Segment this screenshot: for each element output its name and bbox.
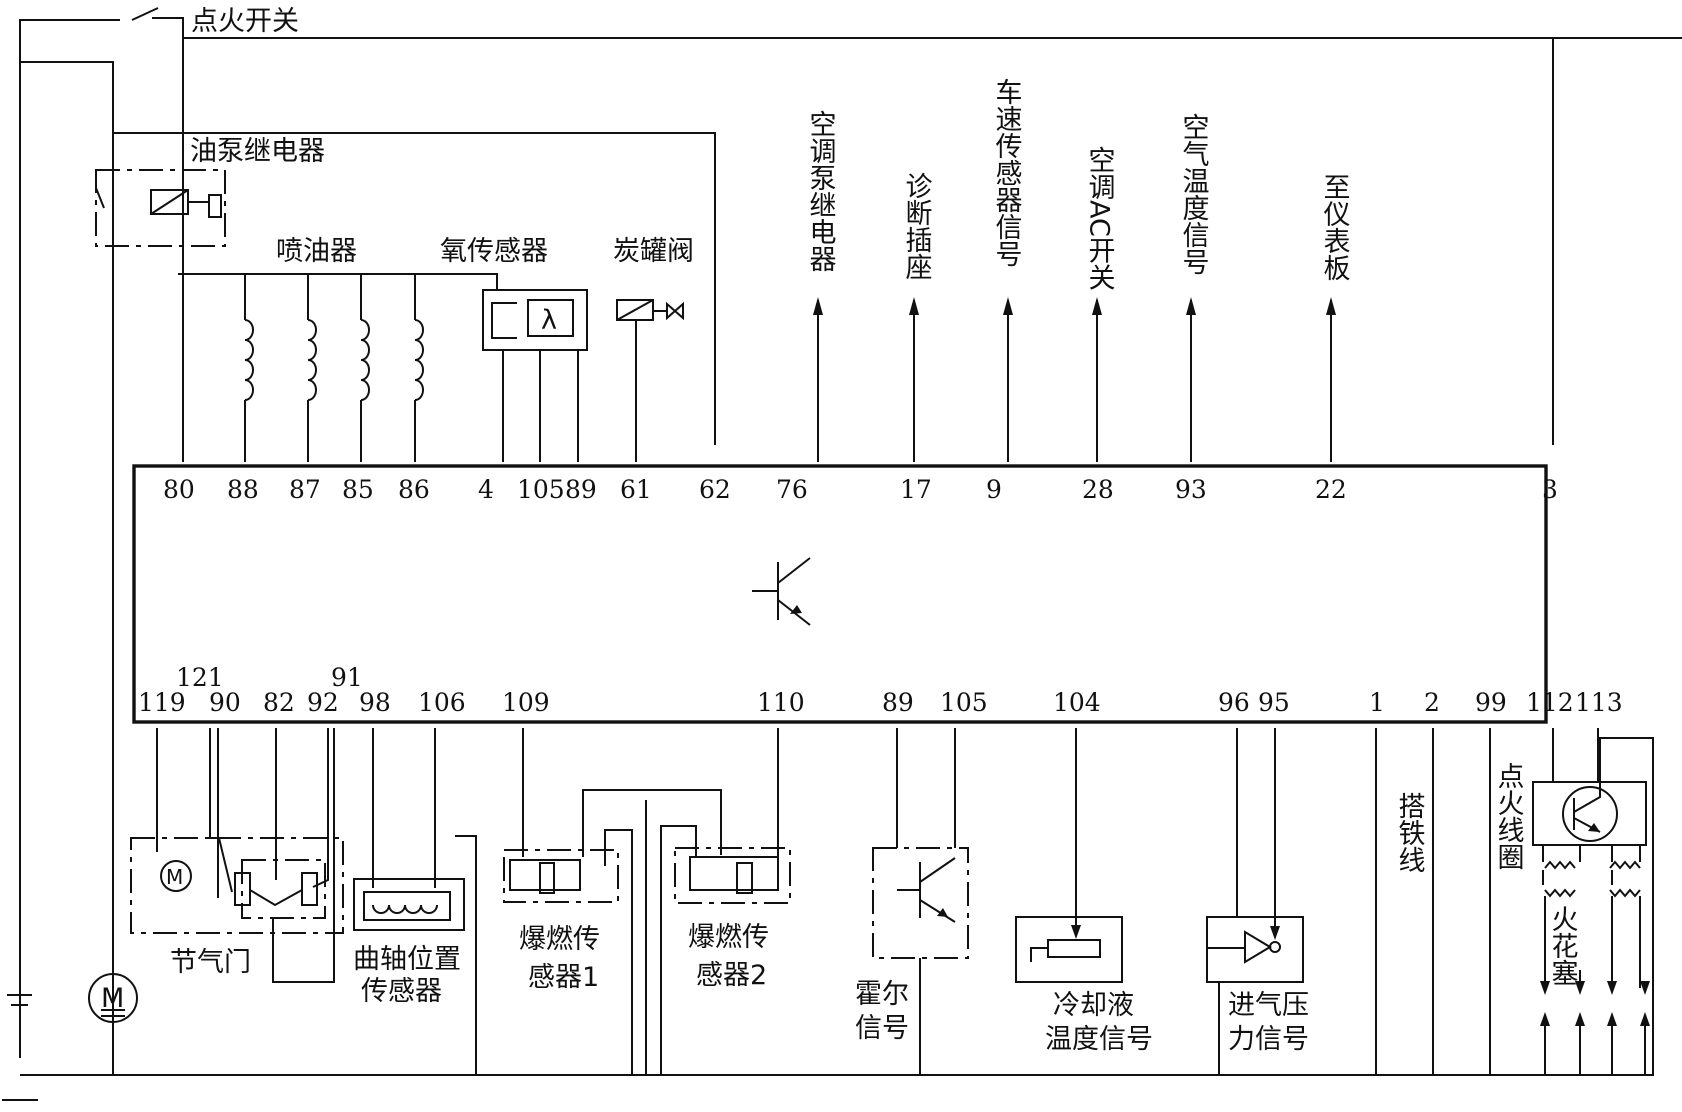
diag-socket-label: 诊断插座 [901, 172, 933, 280]
knock-sensor-1-label-1: 爆燃传 [519, 924, 600, 955]
pin-label: 88 [227, 475, 259, 504]
crankshaft-sensor [353, 728, 477, 1075]
pin-label: 17 [900, 475, 932, 504]
ground-wire-label: 搭铁线 [1394, 792, 1426, 873]
injectors-label: 喷油器 [276, 236, 357, 267]
pin-label: 112 [1526, 688, 1574, 717]
pin-label: 104 [1053, 688, 1101, 717]
pin-label: 106 [418, 688, 466, 717]
knock-sensor-2 [645, 728, 791, 1075]
injectors [178, 273, 424, 462]
ignition-switch-label: 点火开关 [191, 6, 299, 37]
pin-label: 2 [1424, 688, 1440, 717]
pin-label: 89 [565, 475, 597, 504]
hall-label-2: 信号 [855, 1013, 909, 1044]
fuel-pump-relay-label: 油泵继电器 [190, 136, 325, 167]
pin-label: 92 [307, 688, 339, 717]
knock-sensor-2-label-2: 感器2 [696, 960, 767, 991]
knock-sensor-1 [503, 728, 722, 1075]
pin-label: 76 [776, 475, 808, 504]
vss-signal-label: 车速传感器信号 [991, 78, 1023, 267]
ac-switch-label: 空调AC开关 [1084, 146, 1115, 291]
pin-label: 62 [699, 475, 731, 504]
battery-symbol [7, 994, 32, 1006]
pin-label: 119 [138, 688, 186, 717]
pin-label: 82 [263, 688, 295, 717]
map-label-1: 进气压 [1228, 990, 1309, 1021]
pin-label: 87 [289, 475, 321, 504]
power-supply-wiring [19, 7, 1682, 1075]
pin-label: 86 [398, 475, 430, 504]
pin-label: 93 [1175, 475, 1207, 504]
pin-label: 105 [940, 688, 988, 717]
ecu-box [132, 464, 1548, 724]
spark-plugs [1540, 896, 1650, 1075]
oxygen-sensor-label: 氧传感器 [440, 236, 548, 267]
canister-valve [616, 299, 684, 462]
pin-label: 90 [209, 688, 241, 717]
pin-label: 95 [1258, 688, 1290, 717]
fuel-pump-motor: M [88, 973, 138, 1023]
coolant-label-1: 冷却液 [1053, 990, 1134, 1021]
map-sensor [1206, 728, 1304, 1075]
lambda-symbol: λ [541, 305, 557, 336]
ground-bus [2, 737, 1654, 1101]
top-signal-lines [813, 297, 1336, 462]
ecu-top-pins: 80 88 87 85 86 4 105 89 61 62 76 17 9 28… [163, 475, 1558, 504]
pin-label: 113 [1575, 688, 1623, 717]
pin-label: 4 [478, 475, 494, 504]
pin-label: 85 [342, 475, 374, 504]
throttle-body [130, 728, 344, 983]
pin-label: 98 [359, 688, 391, 717]
pin-label: 96 [1218, 688, 1250, 717]
crank-sensor-label-2: 传感器 [361, 976, 442, 1007]
ignition-coil [1532, 728, 1647, 898]
coolant-temp-sensor [1015, 728, 1123, 983]
ecu-bottom-pins: 119 121 90 82 91 92 98 106 109 110 89 10… [138, 663, 1623, 717]
map-label-2: 力信号 [1228, 1024, 1309, 1055]
pin-label: 1 [1369, 688, 1385, 717]
pin-label: 109 [502, 688, 550, 717]
pin-label: 22 [1315, 475, 1347, 504]
pin-label: 61 [620, 475, 652, 504]
pin-label: 9 [986, 475, 1002, 504]
canister-valve-label: 炭罐阀 [613, 236, 694, 267]
knock-sensor-1-label-2: 感器1 [528, 962, 599, 993]
coolant-label-2: 温度信号 [1045, 1024, 1153, 1055]
hall-label-1: 霍尔 [855, 979, 909, 1010]
fuel-pump-relay [95, 169, 226, 247]
hall-sensor [872, 728, 969, 1075]
knock-sensor-2-label-1: 爆燃传 [688, 922, 769, 953]
motor-symbol: M [101, 983, 124, 1014]
ac-pump-relay-label: 空调泵继电器 [805, 110, 837, 272]
air-temp-label: 空气温度信号 [1178, 113, 1210, 275]
pin-label: 3 [1542, 475, 1558, 504]
pin-label: 105 [517, 475, 565, 504]
ecu-transistor-symbol [752, 557, 811, 626]
spark-plug-label: 火花塞 [1547, 905, 1578, 986]
pin-label: 99 [1475, 688, 1507, 717]
pin-label: 91 [331, 663, 363, 692]
ground-wires [1375, 728, 1491, 1075]
to-dashboard-label: 至仪表板 [1319, 173, 1351, 281]
pin-label: 89 [882, 688, 914, 717]
ignition-coil-label: 点火线圈 [1493, 762, 1524, 870]
oxygen-sensor [415, 273, 588, 462]
throttle-motor-symbol: M [166, 865, 183, 889]
pin-label: 110 [757, 688, 805, 717]
pin-label: 28 [1082, 475, 1114, 504]
pin-label: 80 [163, 475, 195, 504]
throttle-label: 节气门 [170, 947, 251, 978]
crank-sensor-label-1: 曲轴位置 [353, 944, 461, 975]
pin-label: 121 [176, 663, 224, 692]
